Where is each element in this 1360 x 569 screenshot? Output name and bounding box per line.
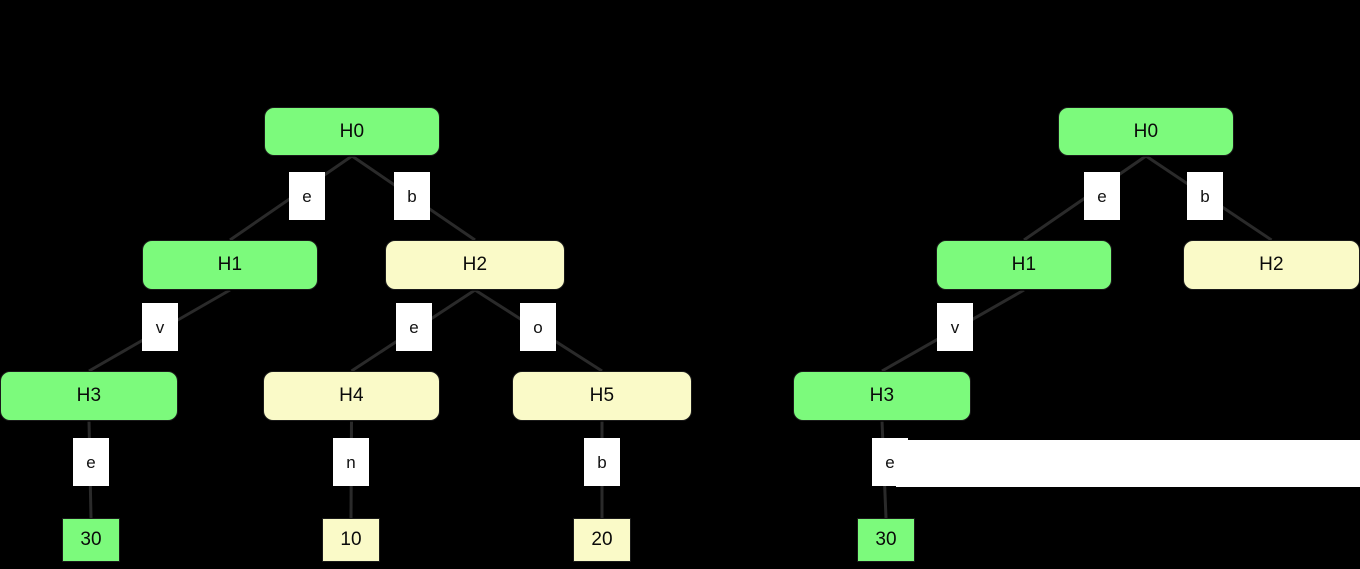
leaf-30[interactable]: 30: [62, 518, 120, 562]
edge-label-text: e: [409, 317, 419, 337]
node-h1[interactable]: H1: [142, 240, 318, 290]
node-label: H2: [462, 254, 488, 275]
edge-label-L-H4-L-10: n: [333, 438, 369, 486]
edge-label-text: e: [302, 186, 312, 206]
edge-label-text: b: [1200, 186, 1210, 206]
node-label: H1: [217, 254, 243, 275]
white-overlay-band: [896, 440, 1360, 487]
edge-label-text: b: [597, 452, 607, 472]
leaf-label: 10: [340, 529, 362, 550]
node-h2[interactable]: H2: [1183, 240, 1360, 290]
node-h3[interactable]: H3: [0, 371, 178, 421]
node-label: H3: [869, 385, 895, 406]
node-h0[interactable]: H0: [264, 107, 440, 156]
node-label: H2: [1259, 254, 1284, 275]
edge-label-text: e: [885, 452, 895, 472]
edge-label-R-H1-R-H3: v: [937, 303, 973, 351]
node-h1[interactable]: H1: [936, 240, 1112, 290]
node-h3[interactable]: H3: [793, 371, 971, 421]
node-label: H1: [1011, 254, 1037, 275]
edge-label-L-H3-L-30: e: [73, 438, 109, 486]
edge-label-L-H2-L-H4: e: [396, 303, 432, 351]
edge-label-R-H0-R-H1: e: [1084, 172, 1120, 220]
edge-label-text: o: [533, 317, 543, 337]
node-h5[interactable]: H5: [512, 371, 692, 421]
node-label: H5: [589, 385, 615, 406]
edge-label-text: b: [407, 186, 417, 206]
edge-label-R-H0-R-H2: b: [1187, 172, 1223, 220]
leaf-label: 30: [80, 529, 102, 550]
edge-label-L-H0-L-H2: b: [394, 172, 430, 220]
edge-label-L-H5-L-20: b: [584, 438, 620, 486]
leaf-30[interactable]: 30: [857, 518, 915, 562]
edge-label-text: n: [346, 452, 356, 472]
edge-label-text: e: [1097, 186, 1107, 206]
node-h4[interactable]: H4: [263, 371, 440, 421]
edge-label-L-H1-L-H3: v: [142, 303, 178, 351]
node-label: H0: [1133, 120, 1159, 142]
edge-label-text: v: [155, 317, 165, 337]
leaf-label: 30: [875, 529, 897, 550]
edge-label-L-H0-L-H1: e: [289, 172, 325, 220]
leaf-20[interactable]: 20: [573, 518, 631, 562]
node-h2[interactable]: H2: [385, 240, 565, 290]
leaf-label: 20: [591, 529, 613, 550]
node-label: H4: [339, 385, 364, 406]
edge-label-text: v: [950, 317, 960, 337]
leaf-10[interactable]: 10: [322, 518, 380, 562]
edge-label-text: e: [86, 452, 96, 472]
node-label: H3: [76, 385, 102, 406]
node-label: H0: [339, 120, 365, 142]
node-h0[interactable]: H0: [1058, 107, 1234, 156]
edge-label-L-H2-L-H5: o: [520, 303, 556, 351]
